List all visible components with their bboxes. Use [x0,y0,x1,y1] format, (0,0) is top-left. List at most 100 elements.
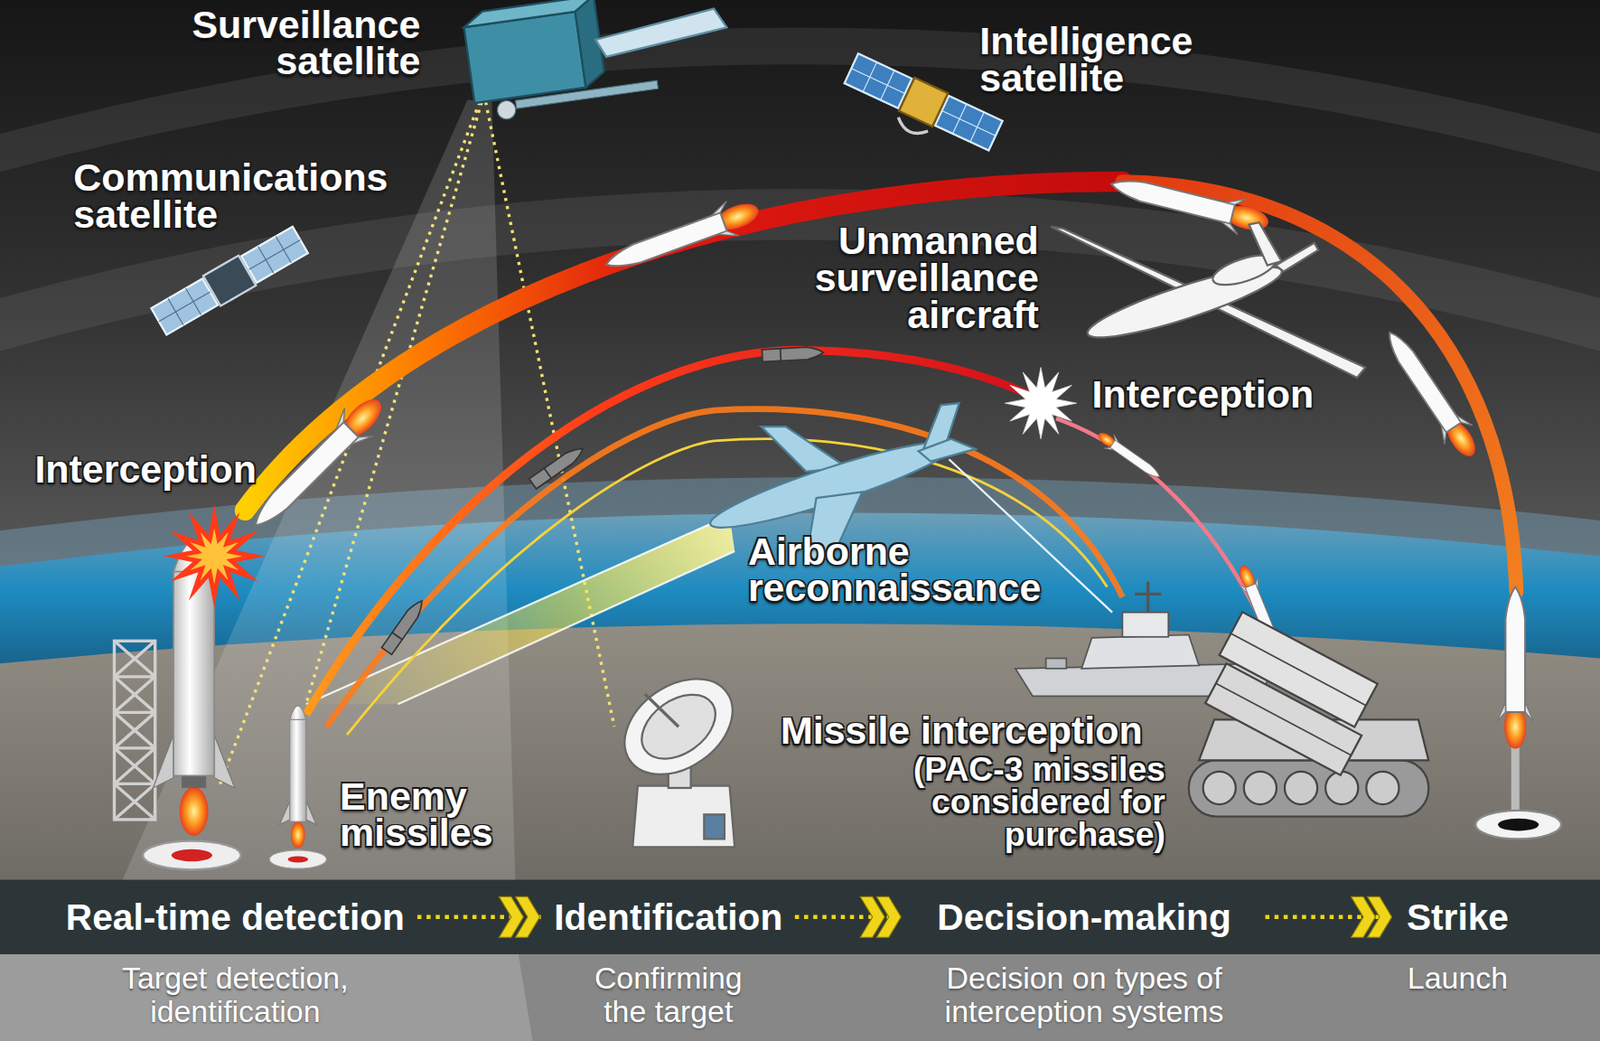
enemy-rocket [290,719,307,822]
callout-label: Missile interception [780,711,1143,749]
stage-band [0,879,1600,955]
interceptor-rocket [214,734,235,788]
pac3-launcher [1284,771,1318,805]
step-heading: Real-time detection [65,879,405,955]
enemy-rocket [290,705,307,720]
enemy-missile [529,443,587,489]
atmosphere-arc [0,214,1600,388]
strike-launch-pad [1475,587,1562,840]
pac3-launcher [1188,759,1429,816]
radar-station [629,681,728,772]
warship [1081,635,1199,669]
chevron-arrowhead [860,896,885,937]
step-heading: Strike [1406,879,1509,955]
radar-station [607,659,751,848]
pac3-launcher [1244,771,1277,805]
step-heading: Identification [553,879,783,955]
step-description: Decision on types of interception system… [916,962,1254,1028]
callout-label: Interception [34,450,257,488]
callout-label: Airborne reconnaissance [748,533,1055,607]
communications-satellite [150,278,218,335]
interceptor-missile [241,387,393,540]
text-row: Decision on types of interception system… [903,954,1266,1028]
interceptor-missile [241,166,1487,657]
pac3-launcher [1325,771,1358,805]
radar-station [703,814,725,839]
interceptor-missile [1094,427,1165,484]
warship [1122,612,1169,637]
enemy-rocket [279,801,290,825]
reconnaissance-beam [306,514,735,704]
callout-label: Unmanned surveillance aircraft [794,222,1039,333]
interceptor-rocket [171,849,213,862]
communications-satellite [203,255,256,307]
strike-launch-pad [1475,810,1562,840]
callout-label: (PAC-3 missiles considered for purchase) [879,753,1166,852]
surveillance-satellite [462,0,736,123]
pac3-launcher [1196,611,1386,776]
enemy-trajectory [326,409,1123,728]
text-row: Identification [542,879,796,955]
text-row: Confirming the target [542,954,796,1028]
callout-label: Interception [1092,375,1315,413]
surveillance-satellite [593,7,729,58]
process-step: IdentificationConfirming the target [542,879,796,1041]
intelligence-satellite [935,95,1003,150]
text-row: Real-time detection [53,879,418,955]
callout-label: Intelligence satellite [979,22,1245,96]
interceptor-rocket [142,541,241,871]
text-row: Decision-making [903,879,1266,955]
warship [1134,581,1161,613]
step-heading: Decision-making [936,879,1231,955]
enemy-rocket [306,801,317,825]
callout-label: Enemy missiles [339,777,544,852]
communications-satellite [150,278,218,335]
step-arrow [1265,896,1395,937]
intelligence-satellite [837,51,1004,166]
interceptor-rocket [179,786,209,836]
communications-satellite [149,224,309,337]
interceptor-missile [1375,323,1488,466]
interception-burst [1005,367,1077,440]
step-description: Target detection, identification [82,962,389,1028]
enemy-missile [761,346,824,362]
step-arrow [417,896,543,937]
description-band [0,954,1600,1041]
warship [1046,658,1067,669]
interceptor-rocket [173,570,215,776]
enemy-rocket [269,705,327,869]
chevron-arrowhead [1350,896,1376,937]
enemy-trajectory [1056,418,1271,643]
intelligence-satellite [898,77,948,127]
process-step: Real-time detectionTarget detection, ide… [53,879,418,1041]
strike-launch-pad [1497,587,1535,749]
step-arrow-line [795,915,904,920]
pac3-launcher [1207,633,1376,756]
text-row: Target detection, identification [53,954,418,1028]
interceptor-rocket [152,734,174,788]
pac3-launcher [1203,771,1236,805]
interceptor-rocket [142,841,241,871]
radar-station [607,659,751,795]
intelligence-satellite [844,53,913,108]
intelligence-satellite [895,117,929,139]
callout-label: Communications satellite [73,159,441,233]
reconnaissance-beam-line [306,514,730,704]
lattice-tower [113,640,155,820]
enemy-trajectory [346,439,1107,736]
reconnaissance-aircraft [918,439,976,462]
step-description: Confirming the target [570,962,766,1028]
surveillance-satellite [495,99,517,121]
step-arrow [795,896,904,937]
interceptor-missile [599,191,765,281]
communications-satellite [241,226,309,283]
unmanned-aircraft [1050,226,1366,378]
chevron-arrowhead [498,896,524,937]
strike-launch-pad [1497,818,1539,832]
surveillance-satellite [515,80,659,109]
intelligence-satellite [935,95,1003,150]
unmanned-aircraft [1248,222,1282,265]
